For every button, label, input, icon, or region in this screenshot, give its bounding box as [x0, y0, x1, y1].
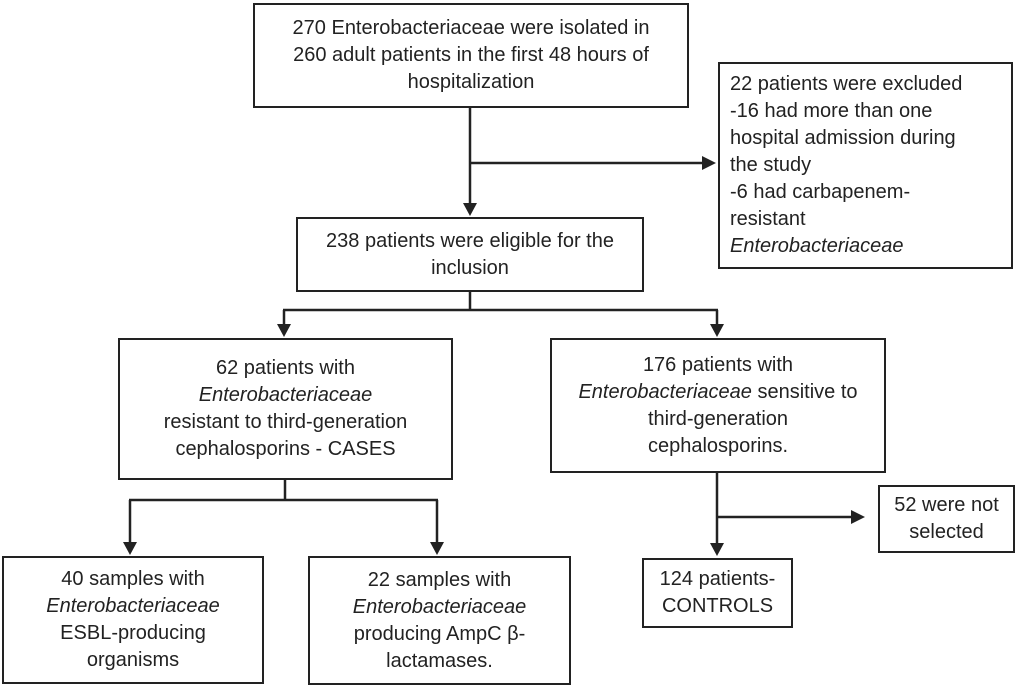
text-line: Enterobacteriaceae: [4, 593, 262, 620]
text-line: 62 patients with: [120, 355, 451, 382]
excluded-patients-box: 22 patients were excluded -16 had more th…: [718, 62, 1013, 269]
text-segment: resistant: [730, 208, 806, 230]
text-segment: 270 Enterobacteriaceae were isolated in: [292, 17, 650, 39]
text-line: 238 patients were eligible for the: [298, 228, 642, 255]
arrowhead-right-icon: [851, 510, 865, 524]
text-segment: selected: [909, 521, 984, 543]
text-segment: ESBL-producing: [60, 622, 206, 644]
connector-sensitive-to-controls-and-notselected: [710, 473, 865, 556]
text-segment: 22 patients were excluded: [730, 73, 963, 95]
isolated-patients-box: 270 Enterobacteriaceae were isolated in 2…: [253, 3, 689, 108]
arrowhead-down-icon: [430, 542, 444, 555]
text-line: -16 had more than one: [730, 98, 1003, 125]
text-line: cephalosporins - CASES: [120, 436, 451, 463]
text-line: lactamases.: [310, 648, 569, 675]
text-line: hospitalization: [255, 69, 687, 96]
connector-cases-to-esbl-and-ampc: [123, 480, 444, 555]
text-line: resistant: [730, 206, 1003, 233]
text-segment: third-generation: [647, 407, 789, 430]
text-segment: -6 had carbapenem-: [730, 181, 911, 203]
not-selected-box: 52 were not selected: [878, 485, 1015, 553]
text-segment: 62 patients with: [216, 357, 355, 379]
text-line: inclusion: [298, 255, 642, 282]
text-line: selected: [880, 519, 1013, 546]
controls-box: 124 patients- CONTROLS: [642, 558, 793, 628]
species-name-italic: Enterobacteriaceae: [352, 595, 527, 618]
arrowhead-down-icon: [277, 324, 291, 337]
arrowhead-down-icon: [123, 542, 137, 555]
text-line: Enterobacteriaceae sensitive to: [552, 379, 884, 406]
text-line: resistant to third-generation: [120, 409, 451, 436]
text-segment: 260 adult patients in the first 48 hours…: [293, 44, 649, 66]
text-line: 22 patients were excluded: [730, 71, 1003, 98]
text-line: 176 patients with: [552, 352, 884, 379]
text-line: third-generation: [552, 406, 884, 433]
text-line: Enterobacteriaceae: [730, 233, 1003, 260]
connector-eligible-to-cases-and-sensitive: [277, 292, 724, 337]
text-line: organisms: [4, 647, 262, 674]
text-segment: organisms: [86, 649, 180, 671]
arrowhead-right-icon: [702, 156, 716, 170]
species-name-italic: Enterobacteriaceae: [198, 384, 373, 406]
text-line: 22 samples with: [310, 567, 569, 594]
text-segment: producing AmpC β-: [353, 622, 526, 645]
connector-isolated-to-excluded: [470, 156, 716, 170]
arrowhead-down-icon: [463, 203, 477, 216]
connector-isolated-to-eligible: [463, 108, 477, 216]
text-segment: -16 had more than one: [730, 100, 933, 122]
text-line: 124 patients-: [644, 566, 791, 593]
text-segment: cephalosporins.: [647, 434, 789, 457]
text-line: 52 were not: [880, 492, 1013, 519]
text-segment: hospitalization: [407, 71, 535, 93]
text-segment: the study: [730, 154, 812, 176]
species-name-italic: Enterobacteriaceae: [46, 595, 220, 617]
text-segment: lactamases.: [386, 649, 493, 672]
text-line: -6 had carbapenem-: [730, 179, 1003, 206]
text-segment: CONTROLS: [661, 595, 774, 617]
arrowhead-down-icon: [710, 324, 724, 337]
text-line: hospital admission during: [730, 125, 1003, 152]
species-name-italic: Enterobacteriaceae: [578, 380, 752, 403]
text-line: CONTROLS: [644, 593, 791, 620]
text-line: producing AmpC β-: [310, 621, 569, 648]
text-segment: 124 patients-: [659, 568, 776, 590]
text-line: cephalosporins.: [552, 433, 884, 460]
text-segment: 176 patients with: [642, 353, 794, 376]
text-segment: hospital admission during: [730, 127, 956, 149]
text-line: the study: [730, 152, 1003, 179]
text-line: ESBL-producing: [4, 620, 262, 647]
text-line: 40 samples with: [4, 566, 262, 593]
text-line: Enterobacteriaceae: [310, 594, 569, 621]
text-segment: 22 samples with: [367, 568, 512, 591]
text-line: 270 Enterobacteriaceae were isolated in: [255, 15, 687, 42]
text-segment: sensitive to: [751, 380, 858, 403]
text-segment: inclusion: [431, 256, 509, 279]
text-line: 260 adult patients in the first 48 hours…: [255, 42, 687, 69]
text-segment: 52 were not: [894, 494, 999, 516]
text-segment: 40 samples with: [61, 568, 205, 590]
species-name-italic: Enterobacteriaceae: [730, 235, 904, 257]
text-line: Enterobacteriaceae: [120, 382, 451, 409]
text-segment: cephalosporins - CASES: [175, 438, 396, 460]
text-segment: resistant to third-generation: [163, 411, 408, 433]
arrowhead-down-icon: [710, 543, 724, 556]
text-segment: 238 patients were eligible for the: [326, 229, 614, 252]
eligible-patients-box: 238 patients were eligible for the inclus…: [296, 217, 644, 292]
